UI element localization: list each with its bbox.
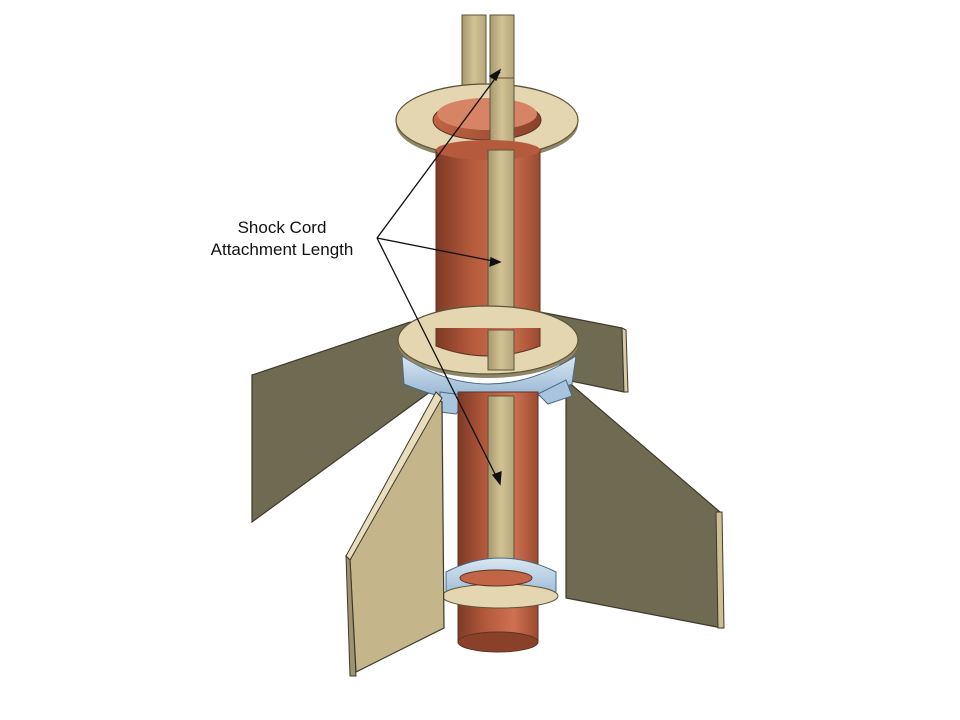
centering-ring-middle [397,305,579,403]
shock-cord-lower [487,395,515,577]
label-line-2: Attachment Length [210,240,354,259]
centering-ring-bottom [441,557,559,609]
shock-cord-attachment-label: Shock Cord Attachment Length [196,217,368,261]
fin-front-left [345,391,445,677]
fin-front-right [565,378,725,629]
label-line-1: Shock Cord [237,218,327,237]
callout-arrows [376,68,502,486]
